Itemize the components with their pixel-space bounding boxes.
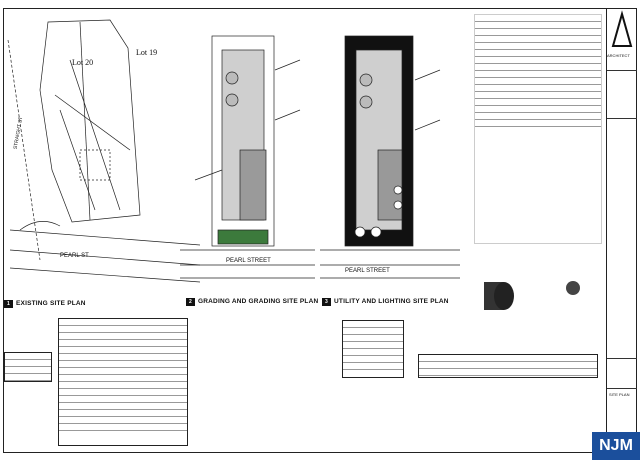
- lot-20-label: Lot 20: [72, 58, 94, 67]
- grading-site-plan: [180, 35, 315, 279]
- zoning-table: [58, 318, 188, 446]
- existing-plan-number: 1: [4, 300, 13, 308]
- notes-table-left: [4, 352, 52, 382]
- utility-site-plan: [320, 35, 460, 279]
- title-block: ARCHITECT SITE PLAN: [606, 8, 637, 453]
- watermark-logo: NJM: [592, 432, 640, 460]
- fixture-schedule-table: [418, 354, 598, 378]
- notes-table-right: [474, 14, 602, 244]
- utility-plan-number: 3: [322, 298, 331, 306]
- sheet-label: SITE PLAN: [609, 392, 630, 397]
- pearl-street-label-1: PEARL ST: [60, 253, 89, 259]
- light-fixture-images: [484, 281, 580, 310]
- sheet-frame: [3, 8, 637, 453]
- legend-table: [342, 320, 404, 378]
- existing-site-plan: [7, 19, 201, 283]
- grading-plan-text: GRADING AND GRADING SITE PLAN: [198, 298, 319, 305]
- existing-plan-text: EXISTING SITE PLAN: [16, 300, 86, 307]
- architect-logo: [611, 10, 633, 47]
- firm-name: ARCHITECT: [607, 53, 630, 58]
- lot-19-label: Lot 19: [136, 48, 158, 57]
- grading-plan-number: 2: [186, 298, 195, 306]
- pearl-street-label-2: PEARL STREET: [226, 258, 271, 264]
- utility-plan-text: UTILITY AND LIGHTING SITE PLAN: [334, 298, 449, 305]
- pearl-street-label-3: PEARL STREET: [345, 268, 390, 274]
